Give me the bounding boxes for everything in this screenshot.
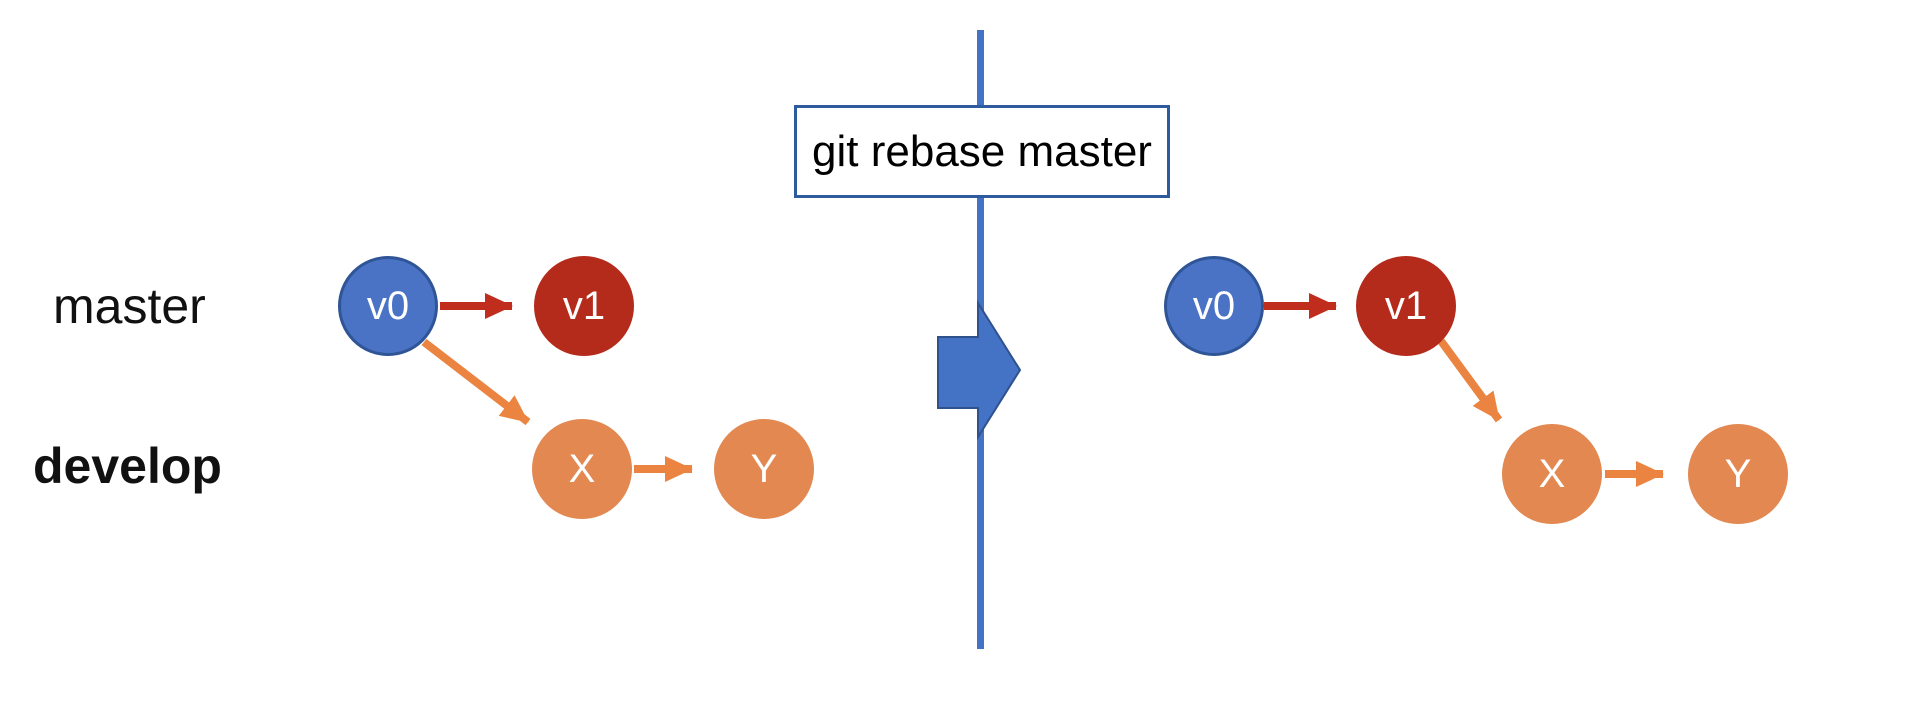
command-box: git rebase master xyxy=(794,105,1170,198)
commit-node-after-x: X xyxy=(1502,424,1602,524)
command-label: git rebase master xyxy=(812,126,1152,176)
commit-label: Y xyxy=(1724,452,1752,496)
commit-label: X xyxy=(1538,452,1566,496)
arrow-before-v0-x xyxy=(421,338,531,426)
rebase-transform-arrow-icon xyxy=(937,299,1022,441)
commit-node-before-y: Y xyxy=(714,419,814,519)
commit-node-after-v1: v1 xyxy=(1356,256,1456,356)
branch-label-develop: develop xyxy=(33,438,222,494)
commit-node-before-v0: v0 xyxy=(338,256,438,356)
commit-node-after-y: Y xyxy=(1688,424,1788,524)
arrow-after-v1-x xyxy=(1437,338,1503,423)
commit-node-before-v1: v1 xyxy=(534,256,634,356)
commit-label: X xyxy=(568,447,596,491)
commit-label: v1 xyxy=(1384,284,1428,328)
commit-node-after-v0: v0 xyxy=(1164,256,1264,356)
commit-node-before-x: X xyxy=(532,419,632,519)
commit-label: v1 xyxy=(562,284,606,328)
commit-label: Y xyxy=(750,447,778,491)
commit-label: v0 xyxy=(1192,284,1236,328)
commit-label: v0 xyxy=(366,284,410,328)
branch-label-master: master xyxy=(53,278,206,334)
